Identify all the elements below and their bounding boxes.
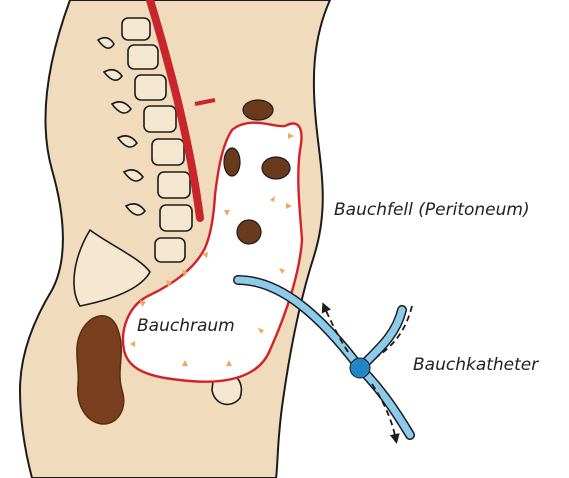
bowel-loop (237, 220, 261, 244)
catheter-outer-tube-fill (360, 368, 410, 435)
vertebra (128, 45, 158, 69)
vertebra (160, 205, 192, 231)
vertebra (155, 238, 185, 262)
vertebra (122, 18, 150, 40)
label-catheter: Bauchkatheter (413, 355, 538, 375)
label-abdominal-cavity: Bauchraum (137, 316, 235, 336)
bowel-loop (243, 100, 273, 120)
label-peritoneum: Bauchfell (Peritoneum) (334, 200, 530, 220)
vertebra (135, 75, 166, 100)
vertebra (152, 139, 184, 165)
vertebra (158, 172, 190, 198)
bowel-loop (224, 148, 240, 176)
catheter-branch-fill (360, 310, 402, 368)
catheter-cuff (350, 358, 370, 378)
vertebra (144, 106, 176, 132)
bowel-loop (262, 157, 290, 179)
rectum (77, 316, 124, 424)
